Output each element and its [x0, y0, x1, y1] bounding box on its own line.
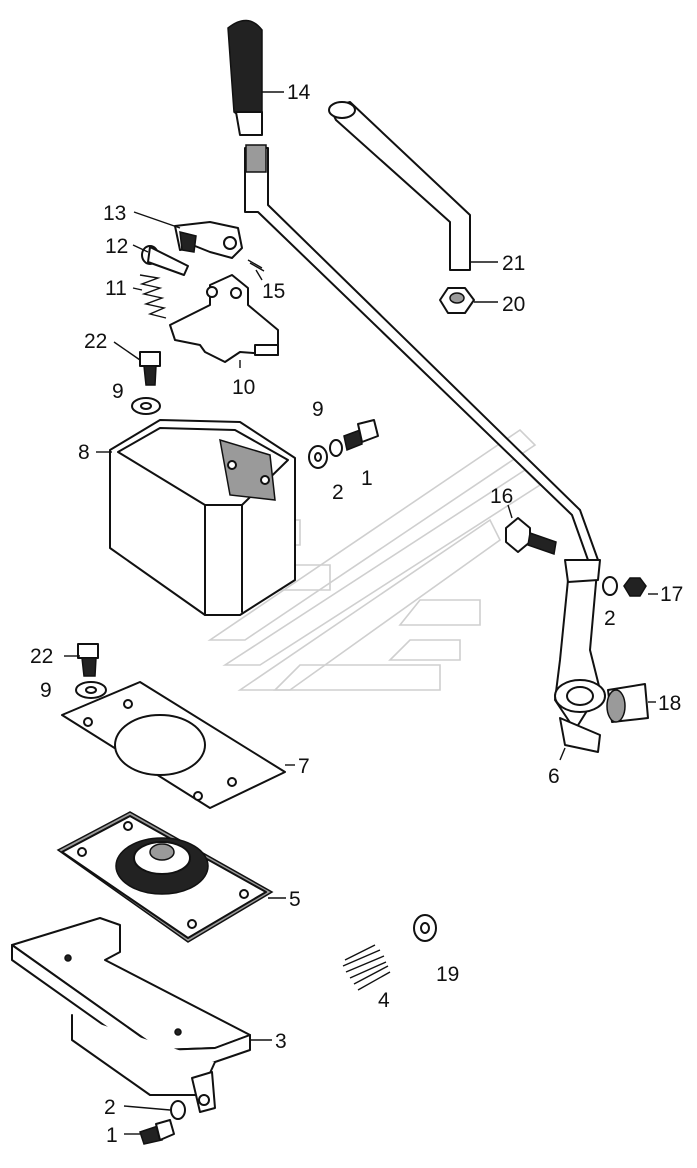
connecting-rod: [328, 101, 471, 271]
bolt-bottom: [139, 1119, 175, 1145]
watermark-logo: [198, 428, 542, 691]
callout-22-lower: 22: [30, 645, 53, 668]
pinch-bolt: [505, 517, 557, 555]
callout-14: 14: [287, 81, 311, 104]
callout-16: 16: [490, 485, 513, 508]
callout-15: 15: [262, 280, 285, 303]
callout-19: 19: [436, 963, 459, 986]
lock-washer-middle: [329, 439, 343, 457]
callout-2-right: 2: [604, 607, 616, 630]
leader-lines: [64, 91, 658, 1135]
bushing: [606, 683, 649, 723]
callout-13: 13: [103, 202, 126, 225]
callout-12: 12: [105, 235, 128, 258]
callout-4: 4: [378, 989, 390, 1012]
rubber-boot-plate: [56, 811, 274, 943]
gasket: [61, 681, 286, 809]
detent-lever: [174, 221, 243, 259]
lock-washer-right: [602, 576, 618, 596]
nut-right: [623, 577, 647, 597]
callout-9-upper: 9: [112, 380, 124, 403]
callout-9-lower: 9: [40, 679, 52, 702]
callout-5: 5: [289, 888, 301, 911]
shift-housing: [109, 419, 296, 616]
callout-2-middle: 2: [332, 481, 344, 504]
bolt-upper: [139, 351, 161, 386]
callout-2-bottom: 2: [104, 1096, 116, 1119]
callout-20: 20: [502, 293, 525, 316]
cover-plate: [11, 917, 251, 1113]
pivot-pin: [141, 245, 189, 276]
washer-lower: [75, 681, 107, 699]
washer-middle: [308, 445, 328, 469]
callout-1-bottom: 1: [106, 1124, 118, 1147]
callout-7: 7: [298, 755, 310, 778]
nut: [439, 287, 475, 314]
callout-labels: 14 13 12 11 15 10 22 9 8 9 2 1 21 20 16 …: [30, 81, 683, 1147]
callout-17: 17: [660, 583, 683, 606]
rod-clamp: [564, 559, 601, 583]
callout-21: 21: [502, 252, 525, 275]
callout-6: 6: [548, 765, 560, 788]
bolt-lower: [77, 643, 99, 677]
callout-18: 18: [658, 692, 681, 715]
callout-9-middle: 9: [312, 398, 324, 421]
bolt-middle: [343, 419, 379, 452]
spring: [342, 944, 391, 991]
callout-22-upper: 22: [84, 330, 107, 353]
gear-lever-knob: [227, 19, 263, 136]
callout-10: 10: [232, 376, 255, 399]
washer-upper-left: [131, 397, 161, 415]
callout-3: 3: [275, 1030, 287, 1053]
callout-11: 11: [105, 277, 127, 300]
flat-washer: [413, 914, 437, 942]
cotter-pin: [247, 259, 265, 272]
callout-8: 8: [78, 441, 90, 464]
detent-spring: [139, 274, 167, 319]
callout-1-middle: 1: [361, 467, 373, 490]
lock-washer-bottom: [170, 1100, 186, 1120]
gear-lever-rod: [244, 144, 606, 753]
lever-bracket: [169, 274, 279, 363]
